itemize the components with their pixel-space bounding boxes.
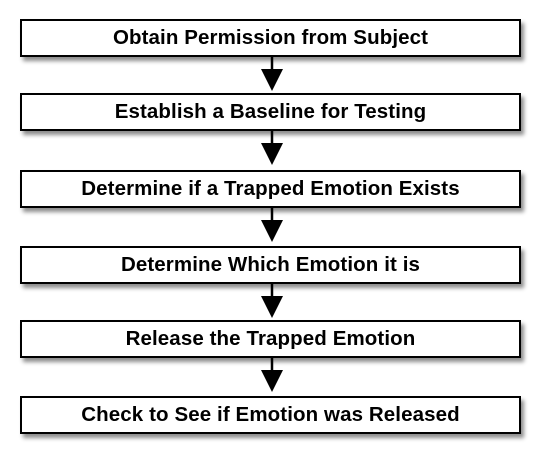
arrow-down-icon xyxy=(261,284,283,318)
step-label: Establish a Baseline for Testing xyxy=(114,100,427,123)
arrow-down-connector xyxy=(260,208,284,242)
step-label: Obtain Permission from Subject xyxy=(112,26,429,49)
step-label: Release the Trapped Emotion xyxy=(125,327,416,350)
step-label: Determine Which Emotion it is xyxy=(120,253,421,276)
step-check-emotion-released: Check to See if Emotion was Released xyxy=(20,396,521,434)
arrow-down-icon xyxy=(261,358,283,392)
arrow-down-connector xyxy=(260,57,284,91)
arrow-down-icon xyxy=(261,131,283,165)
step-label: Determine if a Trapped Emotion Exists xyxy=(81,177,460,200)
step-release-trapped-emotion: Release the Trapped Emotion xyxy=(20,320,521,358)
arrow-down-icon xyxy=(261,208,283,242)
step-obtain-permission: Obtain Permission from Subject xyxy=(20,19,521,57)
arrow-down-icon xyxy=(261,57,283,91)
arrow-down-connector xyxy=(260,131,284,165)
step-determine-trapped-emotion: Determine if a Trapped Emotion Exists xyxy=(20,170,521,208)
arrow-down-connector xyxy=(260,284,284,318)
step-label: Check to See if Emotion was Released xyxy=(81,403,460,426)
step-determine-which-emotion: Determine Which Emotion it is xyxy=(20,246,521,284)
arrow-down-connector xyxy=(260,358,284,392)
step-establish-baseline: Establish a Baseline for Testing xyxy=(20,93,521,131)
